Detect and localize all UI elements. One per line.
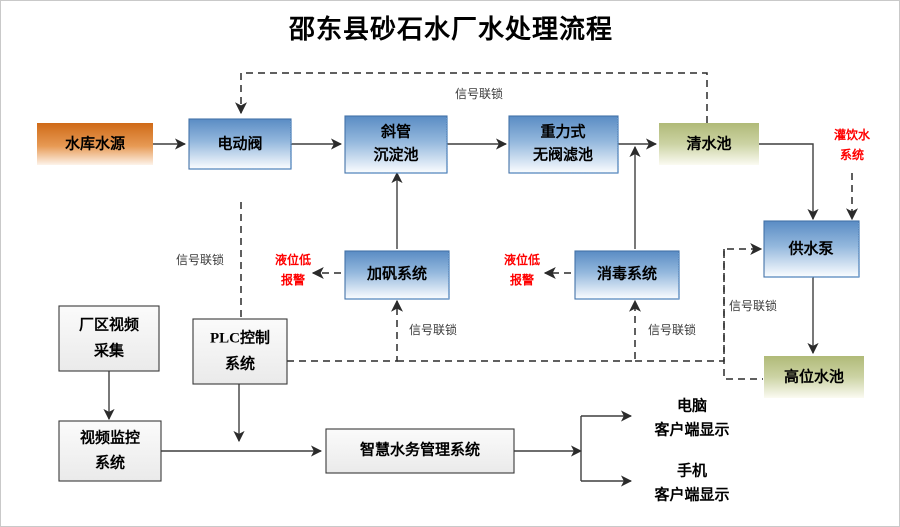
edge-interlock-top xyxy=(235,72,708,123)
output-pc-label-1: 电脑 xyxy=(677,396,707,414)
node-valve[interactable]: 电动阀 xyxy=(188,118,292,170)
node-filter[interactable]: 重力式 无阀滤池 xyxy=(508,115,619,174)
page-title: 邵东县砂石水厂水处理流程 xyxy=(288,15,613,44)
node-cctv-capture-label-1: 厂区视频 xyxy=(79,315,139,333)
node-cctv-capture-box[interactable] xyxy=(58,305,160,372)
node-valve-shadow xyxy=(191,121,292,170)
node-pump-shadow xyxy=(766,223,860,278)
node-alum-shadow xyxy=(347,253,450,300)
node-smartwater[interactable]: 智慧水务管理系统 xyxy=(325,428,515,474)
node-settler[interactable]: 斜管 沉淀池 xyxy=(344,115,448,174)
node-filter-box[interactable] xyxy=(508,115,619,174)
node-plc-label-2: 系统 xyxy=(225,354,255,372)
node-source-box[interactable] xyxy=(37,123,153,165)
alarm-disinfect-line-2: 报警 xyxy=(510,272,534,287)
node-cctv-monitor-label-2: 系统 xyxy=(95,453,125,471)
node-plc[interactable]: PLC控制 系统 xyxy=(192,318,288,385)
alarm-alum-line-2: 报警 xyxy=(281,272,305,287)
node-cctv-monitor-label-1: 视频监控 xyxy=(80,428,140,446)
alarm-disinfect-line-1: 液位低 xyxy=(504,252,540,267)
output-mobile-label-2: 客户端显示 xyxy=(653,485,729,503)
signal-interlock-edges xyxy=(235,72,858,380)
node-disinfect[interactable]: 消毒系统 xyxy=(574,250,680,300)
alarm-alum-line-1: 液位低 xyxy=(275,252,311,267)
node-disinfect-box[interactable] xyxy=(574,250,680,300)
node-pump-box[interactable] xyxy=(763,220,860,278)
node-settler-label-1: 斜管 xyxy=(380,122,411,140)
label-interlock-disinfect: 信号联锁 xyxy=(648,322,696,337)
node-source[interactable]: 水库水源 xyxy=(37,123,153,165)
node-disinfect-shadow xyxy=(577,253,680,300)
edge-plc-to-pump xyxy=(635,243,763,362)
output-mobile-label-1: 手机 xyxy=(677,461,707,479)
node-cctv-monitor-box[interactable] xyxy=(58,420,162,482)
node-pump-label: 供水泵 xyxy=(787,239,833,257)
node-settler-shadow xyxy=(347,118,448,174)
node-hightank-label: 高位水池 xyxy=(784,367,844,385)
edge-clearwell-to-pump xyxy=(759,143,819,221)
node-source-label: 水库水源 xyxy=(65,134,125,152)
node-valve-label: 电动阀 xyxy=(217,134,262,152)
label-irrigation-system: 灌饮水 系统 xyxy=(833,127,871,162)
node-alum[interactable]: 加矾系统 xyxy=(344,250,450,300)
output-pc: 电脑 客户端显示 xyxy=(653,396,729,438)
edge-pump-interlock-to-hightank xyxy=(723,249,763,380)
node-hightank[interactable]: 高位水池 xyxy=(764,356,864,398)
edge-plc-to-alum xyxy=(287,299,403,362)
node-filter-label-2: 无阀滤池 xyxy=(532,145,593,163)
node-disinfect-label: 消毒系统 xyxy=(597,264,657,282)
label-interlock-top: 信号联锁 xyxy=(455,86,503,101)
node-settler-label-2: 沉淀池 xyxy=(373,145,418,163)
node-plc-label-1: PLC控制 xyxy=(210,328,270,346)
node-alum-label: 加矾系统 xyxy=(366,264,427,282)
edge-plc-to-disinfect xyxy=(397,299,641,362)
node-pump[interactable]: 供水泵 xyxy=(763,220,860,278)
output-pc-label-2: 客户端显示 xyxy=(653,420,729,438)
node-alum-box[interactable] xyxy=(344,250,450,300)
node-smartwater-label: 智慧水务管理系统 xyxy=(360,440,480,458)
process-flow-edges xyxy=(103,138,819,487)
node-plc-box[interactable] xyxy=(192,318,288,385)
node-hightank-box[interactable] xyxy=(764,356,864,398)
node-clearwell-label: 清水池 xyxy=(686,134,731,152)
node-cctv-monitor[interactable]: 视频监控 系统 xyxy=(58,420,162,482)
label-interlock-alum: 信号联锁 xyxy=(409,322,457,337)
node-cctv-capture-label-2: 采集 xyxy=(93,341,125,359)
alarm-disinfect: 液位低 报警 xyxy=(504,252,540,287)
node-clearwell-box[interactable] xyxy=(659,123,759,165)
node-smartwater-box[interactable] xyxy=(325,428,515,474)
alarm-alum: 液位低 报警 xyxy=(275,252,311,287)
node-settler-box[interactable] xyxy=(344,115,448,174)
node-cctv-capture[interactable]: 厂区视频 采集 xyxy=(58,305,160,372)
label-interlock-pump: 信号联锁 xyxy=(729,298,777,313)
node-clearwell[interactable]: 清水池 xyxy=(659,123,759,165)
irrigation-line-1: 灌饮水 xyxy=(833,127,871,142)
node-filter-label-1: 重力式 xyxy=(540,122,585,140)
irrigation-line-2: 系统 xyxy=(840,147,864,162)
output-mobile: 手机 客户端显示 xyxy=(653,461,729,503)
node-filter-shadow xyxy=(511,118,619,174)
label-interlock-left: 信号联锁 xyxy=(176,252,224,267)
